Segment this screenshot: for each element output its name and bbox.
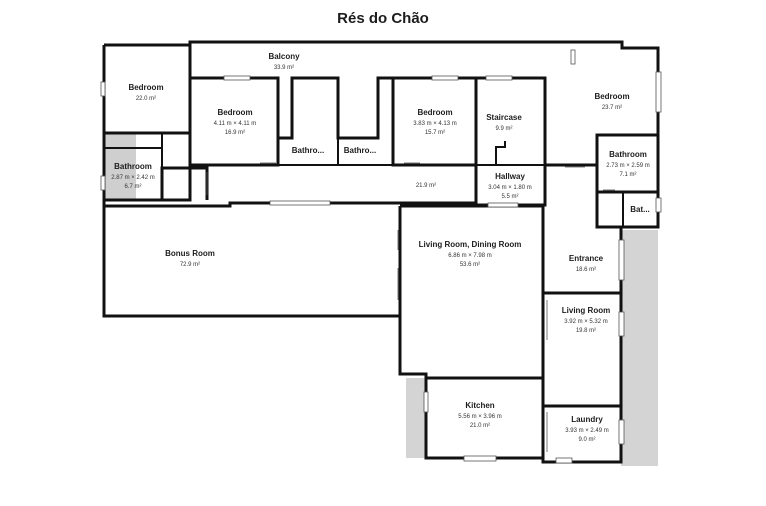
- room-name: Laundry: [571, 415, 603, 424]
- room-name: Bathroom: [609, 150, 647, 159]
- room-area: 5.5 m²: [501, 194, 518, 200]
- room-dims: 3.83 m × 4.13 m: [413, 121, 457, 127]
- wall-small-bath: [595, 192, 621, 229]
- label-bath-small: Bat...: [630, 205, 650, 214]
- wall-corridor-bottom: [104, 165, 478, 208]
- window: [487, 202, 519, 208]
- window: [618, 311, 625, 337]
- window: [570, 49, 576, 65]
- label-bath-a: Bathro...: [292, 146, 324, 155]
- balcony-inner-wall: [188, 42, 547, 165]
- label-bath-b: Bathro...: [344, 146, 376, 155]
- room-area: 16.9 m²: [225, 130, 245, 136]
- room-name: Bathroom: [114, 162, 152, 171]
- label-bedroom-b: Bedroom 3.83 m × 4.13 m 15.7 m²: [413, 108, 457, 136]
- room-name: Living Room, Dining Room: [419, 240, 522, 249]
- room-area: 21.0 m²: [470, 423, 490, 429]
- room-dims: 4.11 m × 4.11 m: [214, 121, 257, 127]
- window: [100, 81, 106, 97]
- room-area: 22.0 m²: [136, 96, 156, 102]
- room-name: Living Room: [562, 306, 610, 315]
- room-name: Bonus Room: [165, 249, 215, 258]
- label-corridor: 21.9 m²: [416, 183, 436, 189]
- label-living: Living Room 3.92 m × 5.32 m 19.8 m²: [562, 306, 610, 334]
- wall-bedroom-b: [391, 78, 478, 167]
- room-area: 15.7 m²: [425, 130, 445, 136]
- window: [618, 419, 625, 445]
- room-area: 21.9 m²: [416, 183, 436, 189]
- window: [223, 75, 251, 81]
- label-bath-e: Bathroom 2.73 m × 2.59 m 7.1 m²: [606, 150, 650, 178]
- window: [463, 455, 497, 462]
- room-name: Bathro...: [344, 146, 376, 155]
- exterior-shade-west: [104, 133, 136, 201]
- room-dims: 3.92 m × 5.32 m: [564, 319, 608, 325]
- label-bedroom-a: Bedroom 4.11 m × 4.11 m 16.9 m²: [214, 108, 257, 136]
- wall-ne-bath: [595, 133, 658, 192]
- window: [655, 197, 662, 213]
- label-living-dining: Living Room, Dining Room 6.86 m × 7.98 m…: [419, 240, 522, 268]
- wall-corridor: [160, 166, 209, 200]
- window: [423, 391, 429, 413]
- room-area: 33.9 m²: [274, 65, 294, 71]
- label-bedroom-ne: Bedroom 23.7 m²: [594, 92, 629, 111]
- room-dims: 2.87 m × 2.42 m: [111, 175, 155, 181]
- room-name: Bedroom: [417, 108, 452, 117]
- floor-title: Rés do Chão: [337, 10, 429, 27]
- label-entrance: Entrance 18.6 m²: [569, 254, 604, 273]
- room-name: Bedroom: [217, 108, 252, 117]
- room-name: Bathro...: [292, 146, 324, 155]
- room-name: Kitchen: [465, 401, 494, 410]
- label-hallway: Hallway 3.04 m × 1.80 m 5.5 m²: [488, 172, 532, 200]
- label-kitchen: Kitchen 5.56 m × 3.96 m 21.0 m²: [458, 401, 502, 429]
- window: [618, 239, 625, 281]
- room-area: 23.7 m²: [602, 105, 622, 111]
- window: [269, 200, 331, 206]
- wall-bonus: [102, 206, 402, 318]
- room-name: Staircase: [486, 113, 522, 122]
- room-area: 9.0 m²: [578, 437, 595, 443]
- label-bedroom-nw: Bedroom 22.0 m²: [128, 83, 163, 102]
- room-name: Bedroom: [128, 83, 163, 92]
- room-dims: 3.04 m × 1.80 m: [488, 185, 532, 191]
- window: [485, 75, 513, 81]
- exterior-shade-east: [621, 230, 658, 466]
- stair-handrail: [495, 141, 506, 165]
- room-area: 72.9 m²: [180, 262, 200, 268]
- window: [655, 71, 662, 113]
- exterior-shade-kitchen: [406, 378, 426, 458]
- label-staircase: Staircase 9.9 m²: [486, 113, 522, 132]
- wall-living-dining: [400, 204, 545, 380]
- room-name: Entrance: [569, 254, 604, 263]
- room-area: 6.7 m²: [124, 184, 141, 190]
- exterior-wall: [102, 40, 660, 464]
- room-area: 18.6 m²: [576, 267, 596, 273]
- room-name: Balcony: [268, 52, 300, 61]
- label-bath-w: Bathroom 2.87 m × 2.42 m 6.7 m²: [111, 162, 155, 190]
- room-name: Hallway: [495, 172, 525, 181]
- room-area: 19.8 m²: [576, 328, 596, 334]
- room-name: Bat...: [630, 205, 650, 214]
- room-area: 7.1 m²: [619, 172, 636, 178]
- label-bonus: Bonus Room 72.9 m²: [165, 249, 215, 268]
- room-dims: 5.56 m × 3.96 m: [458, 414, 502, 420]
- label-laundry: Laundry 3.93 m × 2.49 m 9.0 m²: [565, 415, 609, 443]
- window: [100, 175, 106, 191]
- label-balcony: Balcony 33.9 m²: [268, 52, 300, 71]
- room-name: Bedroom: [594, 92, 629, 101]
- room-dims: 3.93 m × 2.49 m: [565, 428, 609, 434]
- room-dims: 6.86 m × 7.98 m: [448, 253, 492, 259]
- room-area: 9.9 m²: [495, 126, 512, 132]
- room-area: 53.6 m²: [460, 262, 480, 268]
- window: [555, 457, 573, 464]
- window: [431, 75, 459, 81]
- room-dims: 2.73 m × 2.59 m: [606, 163, 650, 169]
